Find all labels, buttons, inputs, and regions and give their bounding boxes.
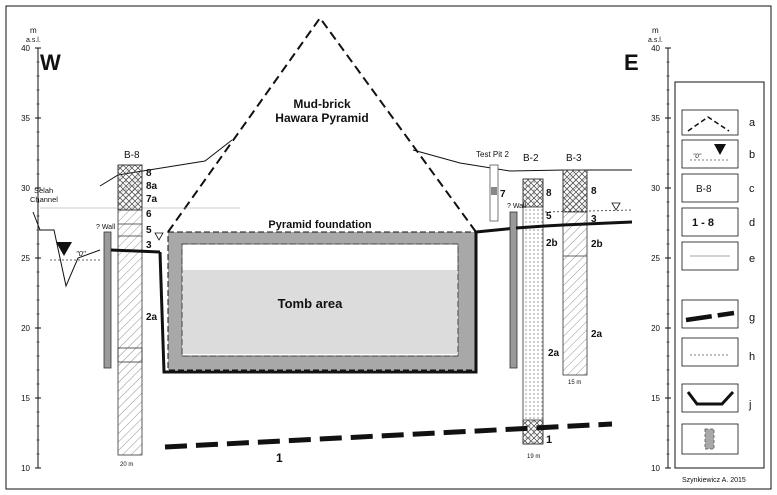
b3-layer-8: 8	[591, 186, 597, 197]
legend-box-h	[681, 383, 739, 413]
borehole-b3: B-3 8 3 2b 2a 15 m	[562, 153, 603, 386]
right-wall	[509, 211, 518, 369]
scale-tick-label: 10	[21, 464, 30, 473]
legend-letter-d: d	[749, 217, 755, 229]
left-elevation-scale: m a.s.l. 40 35 30 25 20 15 10	[21, 26, 41, 473]
pyramid-label-2: Hawara Pyramid	[275, 111, 368, 125]
zero-level-label: "0"	[76, 249, 86, 258]
fault-line-label: 1	[276, 451, 283, 465]
test-pit-2: Test Pit 2 7	[476, 150, 509, 222]
legend-letter-c: c	[749, 183, 755, 195]
legend-zero: "0"	[693, 153, 702, 160]
b8-depth: 20 m	[120, 462, 133, 468]
right-wall-label: ? Wall	[507, 203, 527, 210]
left-wall-label: ? Wall	[96, 224, 116, 231]
scale-tick-label: 25	[651, 254, 660, 263]
pyramid-label-1: Mud-brick	[293, 97, 351, 111]
b2-layer-8: 8	[546, 188, 552, 199]
test-pit-label: Test Pit 2	[476, 150, 509, 159]
scale-tick-label: 10	[651, 464, 660, 473]
scale-tick-label: 30	[651, 184, 660, 193]
legend-box-j	[681, 423, 739, 455]
borehole-b3-name: B-3	[566, 153, 582, 164]
legend-letter-g: h	[749, 351, 755, 363]
b8-layer-8: 8	[146, 168, 152, 179]
legend-letter-e: e	[749, 253, 755, 265]
b8-layer-3: 3	[146, 240, 152, 251]
east-label: E	[624, 50, 639, 75]
test-pit-layer: 7	[500, 189, 506, 200]
outer-frame	[5, 5, 772, 490]
scale-tick-label: 25	[21, 254, 30, 263]
scale-tick-label: 15	[651, 394, 660, 403]
b2-layer-2a: 2a	[548, 348, 560, 359]
borehole-b8: B-8 8 8a 7a 6 5 3 2a 20 m	[117, 150, 164, 468]
right-scale-unit-2: a.s.l.	[648, 37, 663, 44]
selah-label-2: Channel	[30, 195, 58, 204]
layer-3-line-left	[110, 248, 161, 254]
b3-layer-2a: 2a	[591, 329, 603, 340]
left-scale-unit: m	[30, 26, 37, 35]
legend-box-d	[681, 207, 739, 237]
selah-label-1: Selah	[34, 186, 53, 195]
legend-sample-d: 1 - 8	[692, 217, 714, 229]
scale-tick-label: 15	[21, 394, 30, 403]
water-table-right	[544, 209, 633, 213]
legend-box-b	[681, 139, 739, 169]
foundation-label: Pyramid foundation	[268, 219, 372, 231]
scale-tick-label: 35	[21, 114, 30, 123]
legend-box-e	[681, 241, 739, 271]
b8-layer-2a: 2a	[146, 312, 158, 323]
foundation-outline	[158, 226, 517, 374]
b8-layer-5: 5	[146, 225, 152, 236]
right-scale-unit: m	[652, 26, 659, 35]
borehole-b8-name: B-8	[124, 150, 140, 161]
water-level-icon	[56, 242, 72, 256]
scale-tick-label: 20	[651, 324, 660, 333]
b3-depth: 15 m	[568, 380, 581, 386]
legend-letter-h: j	[748, 399, 751, 411]
left-scale-unit-2: a.s.l.	[26, 37, 41, 44]
west-label: W	[40, 50, 61, 75]
tomb-area-label: Tomb area	[278, 296, 344, 311]
borehole-b2: B-2 8 5 2b 2a 1 19 m	[522, 153, 560, 460]
legend-box-a	[681, 109, 739, 136]
right-elevation-scale: m a.s.l. 40 35 30 25 20 15 10	[648, 26, 671, 473]
b3-layer-2b: 2b	[591, 239, 603, 250]
water-level-icon-right	[611, 202, 621, 211]
scale-tick-label: 20	[21, 324, 30, 333]
scale-tick-label: 35	[651, 114, 660, 123]
ground-surface-left	[99, 139, 233, 187]
b8-layer-6: 6	[146, 209, 152, 220]
legend-letter-f: g	[749, 312, 755, 324]
b2-depth: 19 m	[527, 454, 540, 460]
fault-line-1	[164, 421, 613, 450]
b2-layer-5: 5	[546, 211, 552, 222]
b3-layer-3: 3	[591, 214, 597, 225]
legend: a "0" b B-8 c 1 - 8 d e g h j	[674, 81, 765, 469]
legend-box-f	[681, 299, 739, 329]
pyramid-foundation: Pyramid foundation Tomb area	[167, 219, 477, 371]
b8-layer-7a: 7a	[146, 194, 158, 205]
scale-tick-label: 40	[21, 44, 30, 53]
legend-letter-a: a	[749, 117, 756, 129]
b2-layer-2b: 2b	[546, 238, 558, 249]
layer-3-line-right	[515, 220, 633, 230]
legend-sample-c: B-8	[696, 184, 712, 195]
legend-box-c	[681, 173, 739, 203]
b2-layer-1: 1	[546, 434, 552, 446]
legend-letter-b: b	[749, 149, 755, 161]
scale-tick-label: 30	[21, 184, 30, 193]
credit-label: Szynkiewicz A. 2015	[682, 477, 746, 484]
scale-tick-label: 40	[651, 44, 660, 53]
selah-channel: Selah Channel "0"	[30, 186, 101, 288]
borehole-b2-name: B-2	[523, 153, 539, 164]
b8-layer-8a: 8a	[146, 181, 158, 192]
legend-box-g	[681, 337, 739, 367]
pyramid-outline	[167, 16, 477, 233]
left-wall	[103, 231, 112, 369]
